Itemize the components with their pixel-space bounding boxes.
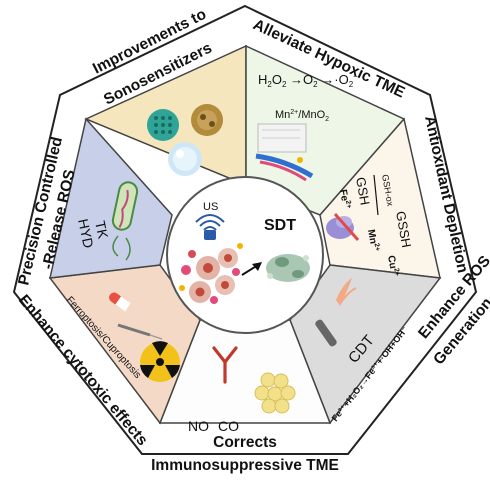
eq-h2o2-o2: H2O2 →O2 →·O2− [258,72,358,89]
hypoxia-illustration [255,123,314,182]
syringe-icon [117,323,163,340]
laser-probe-icon [315,278,357,347]
ultrasound-icon [195,214,225,231]
co-label: CO [218,418,239,434]
no-label: NO [188,418,209,434]
label-immunosuppressive: Immunosuppressive TME [151,457,339,474]
gsh-arrow [373,174,379,216]
pill-icon [109,292,131,312]
radiation-icon [140,341,180,382]
center-title: SDT [264,217,296,234]
bacterium-icon [111,181,139,261]
tumor-cells-icon [179,243,243,304]
tk-label: TK [92,219,112,240]
panel-release [49,117,173,279]
us-label: US [203,201,218,213]
nanoparticle-icons [147,104,223,176]
gssh-label: GSSH [393,210,414,249]
hyd-label: HYD [75,217,97,249]
label-corrects: Corrects [213,434,277,451]
dead-cells-icon [266,254,310,282]
transducer-icon [204,230,216,240]
particle-cluster-icon [254,372,296,414]
gsh-label: GSH [353,176,373,206]
protein-icon [326,213,360,241]
arrow-icon [241,262,262,276]
antibody-icon [212,346,238,384]
mn-mno2-label: Mn2+/MnO2 [275,109,329,123]
